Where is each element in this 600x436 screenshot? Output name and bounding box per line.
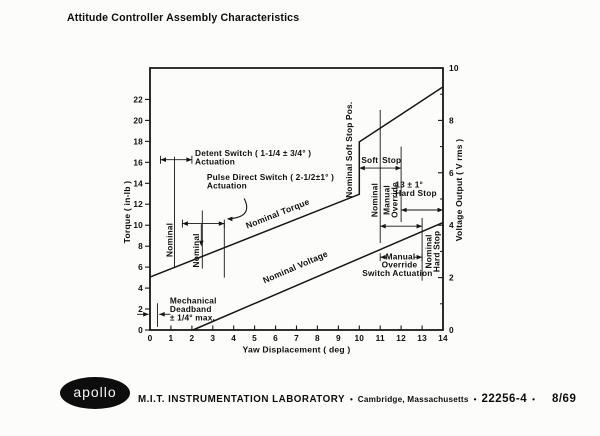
- svg-text:Switch Actuation: Switch Actuation: [362, 268, 432, 278]
- manual-label: Manual: [386, 251, 416, 261]
- detent-range-arrow: [160, 155, 193, 164]
- svg-text:8: 8: [315, 333, 320, 343]
- series-nominal-voltage: [192, 221, 444, 331]
- manual-actuation-arrow: [379, 253, 423, 262]
- svg-text:1: 1: [168, 333, 173, 343]
- soft-stop-word-1: Soft: [361, 155, 378, 165]
- soft-stop-word-2: Stop: [382, 155, 401, 165]
- svg-text:Nominal: Nominal: [165, 223, 175, 257]
- pulse-pointer-curve: [226, 198, 248, 222]
- svg-text:2: 2: [189, 333, 194, 343]
- svg-text:Nominal: Nominal: [370, 183, 380, 217]
- svg-text:6: 6: [273, 333, 278, 343]
- pulse-nominal-arrow: [199, 224, 204, 247]
- switch-actuation-label: Switch Actuation: [362, 268, 432, 278]
- svg-text:22: 22: [133, 94, 143, 104]
- svg-text:3: 3: [210, 333, 215, 343]
- svg-text:2: 2: [449, 273, 454, 283]
- svg-text:8: 8: [138, 241, 143, 251]
- svg-text:10: 10: [449, 63, 459, 73]
- svg-text:Manual: Manual: [386, 251, 416, 261]
- detent-switch-label: Detent Switch ( 1-1/4 ± 3/4° )Actuation: [195, 148, 311, 167]
- svg-text:Stop: Stop: [382, 155, 401, 165]
- apollo-logo-text: apollo: [73, 384, 117, 400]
- manual-override-rotlabel: ManualOverride: [382, 182, 400, 218]
- override-range-arrow: [380, 223, 423, 229]
- deadband-left-arrow: [137, 312, 149, 317]
- hard-stop-range-arrow: [401, 207, 443, 213]
- svg-text:8: 8: [449, 115, 454, 125]
- svg-text:Nominal Torque: Nominal Torque: [244, 196, 311, 230]
- pulse-range-arrow: [181, 219, 225, 228]
- svg-text:Voltage Output ( V rms ): Voltage Output ( V rms ): [454, 139, 464, 242]
- svg-text:13 ± 1°Hard Stop: 13 ± 1°Hard Stop: [395, 180, 436, 199]
- svg-text:12: 12: [133, 199, 143, 209]
- svg-text:Nominal Soft Stop Pos.: Nominal Soft Stop Pos.: [344, 102, 354, 198]
- svg-text:12: 12: [396, 333, 406, 343]
- svg-text:Override: Override: [382, 260, 418, 270]
- hard-stop-label: 13 ± 1°Hard Stop: [395, 180, 436, 199]
- svg-text:9: 9: [336, 333, 341, 343]
- svg-text:6: 6: [449, 168, 454, 178]
- svg-text:4: 4: [449, 220, 454, 230]
- svg-text:2: 2: [138, 304, 143, 314]
- detent-nominal-rotlabel: Nominal: [165, 223, 175, 257]
- svg-text:Soft: Soft: [361, 155, 378, 165]
- soft-stop-range-arrow: [359, 165, 402, 171]
- svg-text:6: 6: [138, 262, 143, 272]
- bullet-icon: •: [349, 395, 353, 404]
- svg-text:Torque ( in-lb ): Torque ( in-lb ): [122, 181, 132, 244]
- nominal-torque-label: Nominal Torque: [244, 196, 311, 230]
- soft-stop-pos-rotlabel: Nominal Soft Stop Pos.: [344, 102, 354, 198]
- pulse-switch-label: Pulse Direct Switch ( 2-1/2±1° )Actuatio…: [207, 172, 334, 191]
- svg-text:7: 7: [294, 333, 299, 343]
- svg-text:0: 0: [148, 333, 153, 343]
- svg-text:18: 18: [133, 136, 143, 146]
- footer-text: M.I.T. INSTRUMENTATION LABORATORY • Camb…: [138, 393, 588, 405]
- bullet-icon: •: [532, 395, 535, 404]
- svg-text:14: 14: [133, 178, 143, 188]
- svg-text:0: 0: [138, 325, 143, 335]
- lab-name: M.I.T. INSTRUMENTATION LABORATORY: [138, 394, 345, 405]
- location: Cambridge, Massachusetts: [357, 395, 469, 404]
- apollo-logo: apollo: [60, 377, 130, 409]
- svg-text:4: 4: [138, 283, 143, 293]
- nominal-rotlabel-11: Nominal: [370, 183, 380, 217]
- doc-date: 8/69: [551, 393, 577, 405]
- svg-text:4: 4: [231, 333, 236, 343]
- svg-text:11: 11: [376, 333, 385, 343]
- svg-text:5: 5: [252, 333, 257, 343]
- svg-text:Nominal: Nominal: [191, 233, 201, 267]
- nominal-hard-stop-rotlabel: NominalHard Stop: [424, 231, 442, 272]
- pulse-nominal-rotlabel: Nominal: [191, 233, 201, 267]
- svg-text:Yaw Displacement ( deg ): Yaw Displacement ( deg ): [243, 345, 351, 355]
- page-title: Attitude Controller Assembly Characteris…: [67, 12, 300, 24]
- svg-text:20: 20: [133, 115, 143, 125]
- svg-text:Pulse Direct Switch ( 2-1/2±1°: Pulse Direct Switch ( 2-1/2±1° )Actuatio…: [207, 172, 334, 191]
- override-label: Override: [382, 260, 418, 270]
- deadband-right-arrow: [159, 312, 171, 317]
- svg-text:16: 16: [133, 157, 143, 167]
- nominal-voltage-label: Nominal Voltage: [261, 249, 329, 286]
- bullet-icon: •: [473, 395, 477, 404]
- svg-text:14: 14: [438, 333, 448, 343]
- svg-text:0: 0: [449, 325, 454, 335]
- svg-text:ManualOverride: ManualOverride: [382, 182, 400, 218]
- svg-text:13: 13: [417, 333, 427, 343]
- svg-text:10: 10: [354, 333, 364, 343]
- svg-text:NominalHard Stop: NominalHard Stop: [424, 231, 442, 272]
- svg-text:10: 10: [133, 220, 143, 230]
- svg-text:Nominal Voltage: Nominal Voltage: [261, 249, 329, 286]
- svg-text:Detent Switch ( 1-1/4 ± 3/4° ): Detent Switch ( 1-1/4 ± 3/4° )Actuation: [195, 148, 311, 167]
- doc-number: 22256-4: [481, 393, 528, 405]
